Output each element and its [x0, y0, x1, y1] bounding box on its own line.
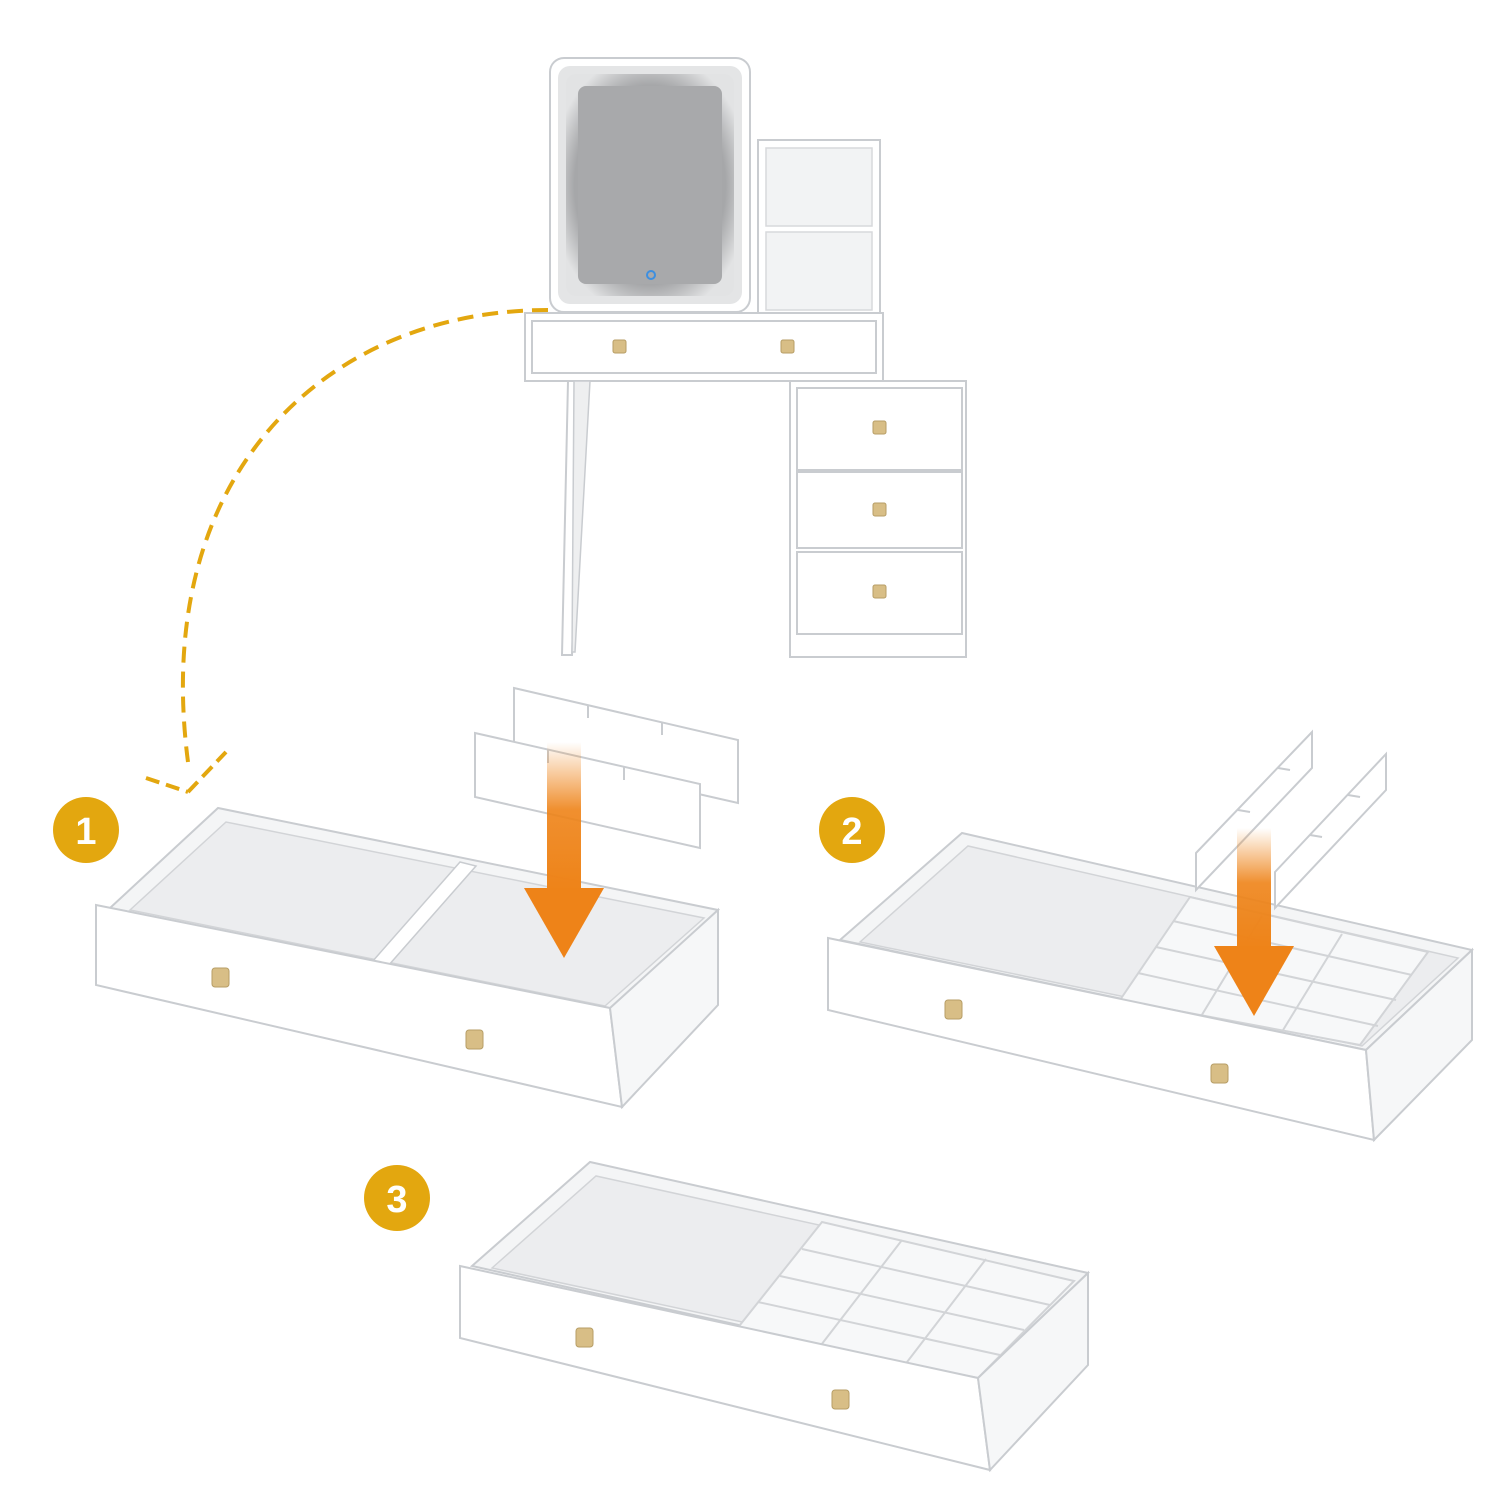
drawer-cabinet — [789, 380, 967, 658]
step-number: 3 — [386, 1179, 407, 1221]
table-leg — [571, 380, 591, 653]
drawer-knob — [465, 1029, 484, 1050]
drawer-knob — [612, 339, 627, 354]
step-badge: 2 — [819, 797, 885, 863]
step-3: 3 — [364, 1160, 1091, 1473]
step-badge: 1 — [53, 797, 119, 863]
drawer-knob — [780, 339, 795, 354]
drawer-knob — [872, 502, 887, 517]
drawer-knob — [944, 999, 963, 1020]
drawer-finished — [459, 1160, 1091, 1473]
drawer-knob — [831, 1389, 850, 1410]
led-mirror — [549, 57, 751, 313]
divider-boards — [474, 686, 739, 850]
compartment-grid — [734, 1220, 1076, 1380]
step-1: 1 — [53, 686, 739, 1110]
step-2: 2 — [819, 729, 1475, 1143]
drawer-knob — [872, 584, 887, 599]
arrow-down-icon — [524, 742, 604, 958]
drawer-knob — [575, 1327, 594, 1348]
drawer-knob — [211, 967, 230, 988]
top-drawer — [531, 320, 877, 374]
side-shelf — [757, 139, 881, 316]
drawer-knob — [872, 420, 887, 435]
step-badge: 3 — [364, 1165, 430, 1231]
touch-button-icon — [646, 270, 656, 280]
drawer-open-step-2 — [827, 831, 1475, 1143]
arrow-down-icon — [1214, 828, 1294, 1016]
dashed-curved-arrow-icon — [145, 308, 549, 794]
step-number: 1 — [75, 811, 96, 853]
drawer-open-step-1 — [95, 806, 721, 1110]
divider-boards — [1195, 729, 1387, 911]
step-number: 2 — [841, 811, 862, 853]
vanity-table — [524, 57, 967, 658]
drawer-knob — [1210, 1063, 1229, 1084]
